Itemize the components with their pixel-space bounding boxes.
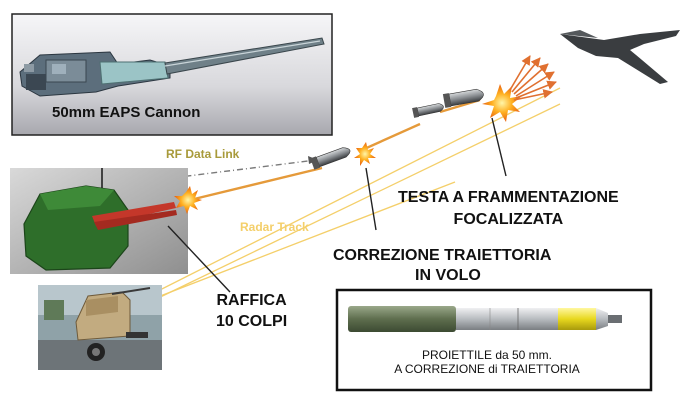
projectile-caption: PROIETTILE da 50 mm. A CORREZIONE di TRA…: [346, 348, 628, 376]
projectile-inset: [335, 288, 653, 392]
frag-label-line2: FOCALIZZATA: [453, 211, 564, 228]
fragment-arrows: [509, 55, 557, 101]
correction-puff: [354, 142, 376, 166]
correction-pointer: [365, 167, 377, 231]
burst-pointer: [167, 225, 231, 293]
burst-label: RAFFICA 10 COLPI: [216, 290, 287, 332]
trajectory-correction-label: CORREZIONE TRAIETTORIA IN VOLO: [333, 246, 551, 286]
frag-label-line1: TESTA A FRAMMENTAZIONE: [398, 189, 619, 206]
burst-label-line2: 10 COLPI: [216, 313, 288, 330]
rf-data-link-label: RF Data Link: [166, 147, 240, 161]
projectile-caption-line2: A CORREZIONE di TRAIETTORIA: [394, 362, 580, 376]
burst-label-line1: RAFFICA: [216, 292, 287, 309]
terminal-shell: [412, 103, 444, 118]
head-shell: [442, 88, 484, 108]
frag-pointer: [491, 117, 507, 177]
mobile-unit-photo: [38, 285, 162, 370]
cannon-model: [19, 37, 325, 97]
projectile-caption-line1: PROIETTILE da 50 mm.: [421, 348, 553, 362]
correction-label-line2: IN VOLO: [415, 267, 481, 284]
radar-track-label: Radar Track: [240, 220, 309, 234]
drone-icon: [560, 30, 680, 84]
radar-track-lines: [147, 87, 561, 303]
cannon-caption: 50mm EAPS Cannon: [52, 104, 201, 121]
turret-inset: [10, 168, 188, 274]
muzzle-flash: [174, 186, 202, 214]
rf-data-link-line: [107, 159, 317, 187]
corrected-shell: [310, 147, 351, 170]
fragmentation-burst: [482, 84, 522, 122]
cannon-inset: [11, 13, 333, 136]
correction-label-line1: CORREZIONE TRAIETTORIA: [333, 247, 552, 264]
fragmentation-head-label: TESTA A FRAMMENTAZIONE FOCALIZZATA: [398, 187, 619, 231]
